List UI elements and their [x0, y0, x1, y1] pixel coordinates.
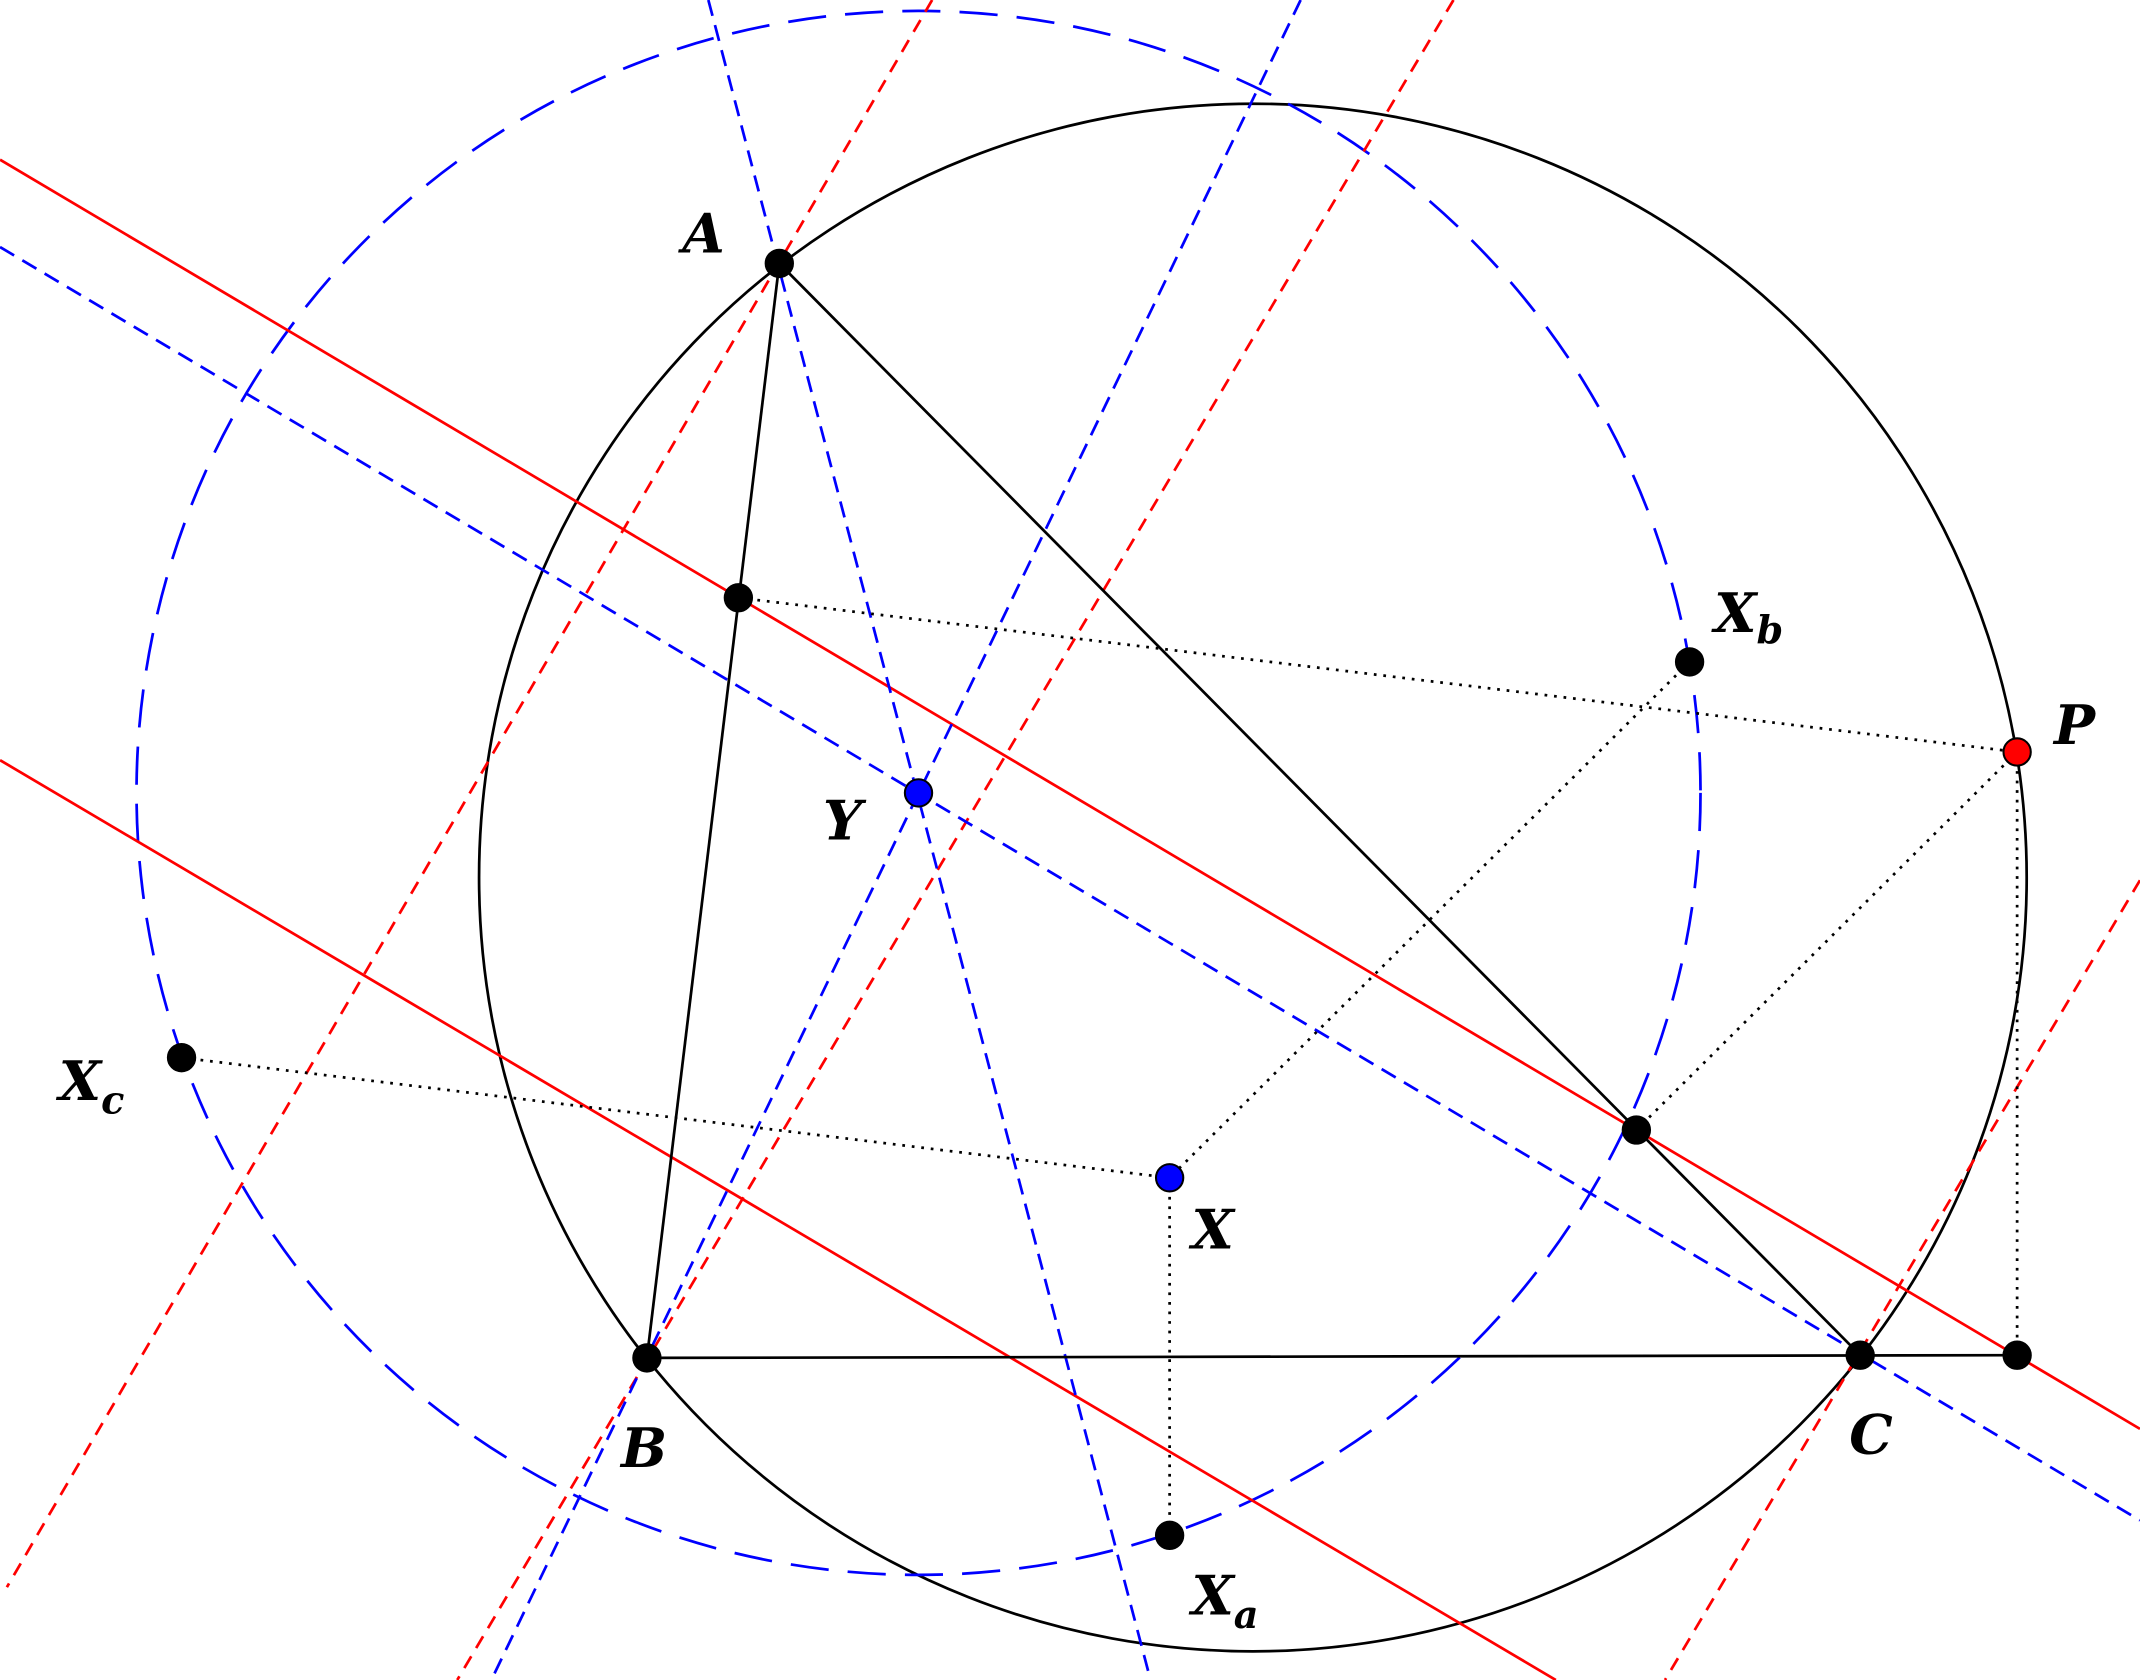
label-xb-main: X	[1711, 581, 1759, 645]
label-xc-sub: c	[101, 1079, 124, 1124]
label-x: X	[1188, 1198, 1236, 1262]
blue-dashed-circle	[135, 9, 1702, 1577]
red-dashed-line-a	[5, 0, 934, 1588]
point-xb	[1674, 647, 1705, 677]
label-xa-main: X	[1188, 1563, 1236, 1627]
red-dashed-line-b	[456, 0, 1455, 1680]
dotted-foot-ab-to-p	[738, 596, 2018, 754]
label-xc: Xc	[56, 1049, 125, 1124]
dotted-p-to-foot-ac	[1635, 751, 2019, 1131]
point-xc	[166, 1043, 197, 1073]
circumcircle	[477, 102, 2029, 1653]
label-xb-sub: b	[1757, 608, 1784, 653]
point-y	[903, 778, 934, 808]
point-c	[1845, 1340, 1875, 1370]
side-ac	[778, 262, 1862, 1357]
point-xa	[1154, 1520, 1185, 1551]
side-ab	[645, 263, 781, 1359]
label-a: A	[677, 201, 724, 265]
label-b: B	[619, 1416, 667, 1480]
foot-on-bc	[2002, 1340, 2032, 1370]
dotted-lines	[181, 596, 2019, 1536]
red-dashed-line-c	[1663, 879, 2140, 1680]
label-xa-sub: a	[1234, 1593, 1259, 1638]
point-x	[1154, 1163, 1185, 1193]
side-bc-extended	[646, 1353, 2018, 1360]
triangle-abc	[645, 262, 2018, 1360]
point-a	[764, 248, 794, 279]
blue-dashed-line-3	[490, 0, 1302, 1680]
red-line-simson	[0, 158, 2140, 1431]
label-p: P	[2052, 693, 2097, 757]
red-line-parallel	[0, 758, 1557, 1680]
label-xa: Xa	[1188, 1563, 1258, 1638]
foot-on-ac	[1621, 1115, 1652, 1145]
point-p	[2002, 737, 2032, 767]
point-b	[632, 1343, 662, 1373]
blue-dashed-line-1	[0, 245, 2140, 1522]
foot-on-ab	[723, 583, 754, 613]
label-y: Y	[823, 788, 867, 852]
label-xb: Xb	[1711, 581, 1783, 653]
blue-dashed-line-2	[707, 0, 1152, 1680]
label-xc-main: X	[56, 1049, 104, 1113]
label-c: C	[1849, 1402, 1892, 1466]
